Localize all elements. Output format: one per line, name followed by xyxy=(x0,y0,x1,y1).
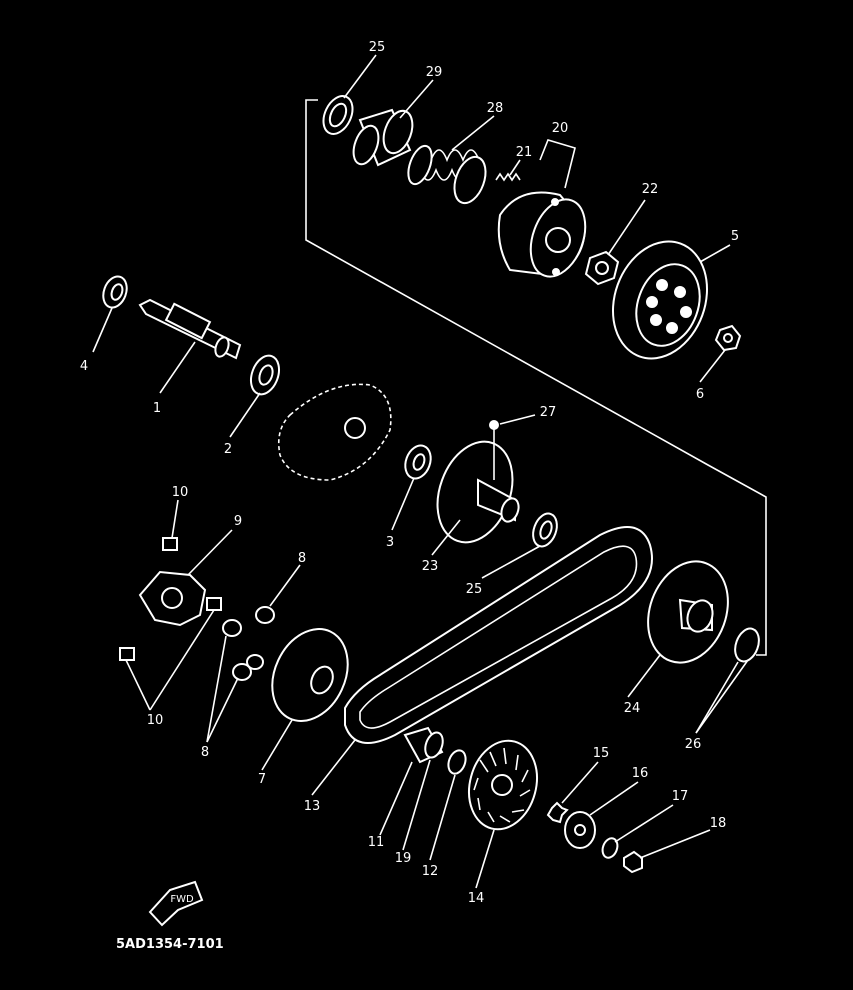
callout-19: 19 xyxy=(395,851,412,866)
part-22-nut xyxy=(584,250,620,286)
callout-6: 6 xyxy=(696,387,704,402)
part-20-clutch-carrier xyxy=(497,191,587,278)
callout-8-bottom: 8 xyxy=(201,745,209,760)
assembly-frame xyxy=(305,99,767,656)
callout-21: 21 xyxy=(516,145,533,160)
part-8-rollers xyxy=(222,606,275,681)
callout-28: 28 xyxy=(487,101,504,116)
callout-15: 15 xyxy=(593,746,610,761)
callout-10-bottom: 10 xyxy=(147,713,164,728)
part-27-pin xyxy=(489,420,499,430)
part-18-nut xyxy=(623,850,643,874)
part-1-shaft xyxy=(138,298,242,360)
part-25-seal xyxy=(322,95,354,135)
callout-10-top: 10 xyxy=(172,485,189,500)
callout-18: 18 xyxy=(710,816,727,831)
callouts: 25 29 28 20 21 22 5 6 4 1 2 27 3 23 25 1… xyxy=(80,40,739,906)
callout-9: 9 xyxy=(234,514,242,529)
diagram-code: 5AD1354-7101 xyxy=(116,937,224,952)
fwd-arrow-icon: FWD xyxy=(148,880,204,927)
callout-2: 2 xyxy=(224,442,232,457)
part-28-spring xyxy=(407,144,487,205)
callout-25-lower: 25 xyxy=(466,582,483,597)
callout-1: 1 xyxy=(153,401,161,416)
part-3-bearing xyxy=(404,444,432,480)
part-7-primary-sheave xyxy=(271,628,349,722)
part-11-collar xyxy=(403,726,444,764)
callout-4: 4 xyxy=(80,359,88,374)
part-2-bearing xyxy=(249,354,281,396)
callout-14: 14 xyxy=(468,891,485,906)
callout-13: 13 xyxy=(304,799,321,814)
part-24-sheave xyxy=(647,560,729,664)
callout-22: 22 xyxy=(642,182,659,197)
callout-29: 29 xyxy=(426,65,443,80)
part-9-cam xyxy=(138,570,207,627)
callout-27: 27 xyxy=(540,405,557,420)
part-12-washer xyxy=(447,749,467,775)
part-17-washer xyxy=(601,837,619,859)
callout-7: 7 xyxy=(258,772,266,787)
part-21-small-spring xyxy=(495,172,521,182)
leader-lines xyxy=(92,54,749,889)
callout-23: 23 xyxy=(422,559,439,574)
part-6-nut xyxy=(714,324,742,352)
part-23-secondary-sheave xyxy=(436,428,520,544)
part-10-sliders xyxy=(119,537,222,661)
part-26-collar xyxy=(734,627,760,663)
part-16-plate xyxy=(564,811,596,849)
callout-17: 17 xyxy=(672,789,689,804)
svg-text:FWD: FWD xyxy=(170,894,194,905)
callout-25-top: 25 xyxy=(369,40,386,55)
callout-12: 12 xyxy=(422,864,439,879)
callout-8-top: 8 xyxy=(298,551,306,566)
callout-20: 20 xyxy=(552,121,569,136)
part-15-star-washer xyxy=(546,801,569,824)
part-4-bearing xyxy=(102,275,128,309)
callout-11: 11 xyxy=(368,835,385,850)
part-14-fan xyxy=(468,739,538,831)
part-25-lower-seal xyxy=(532,512,558,548)
callout-16: 16 xyxy=(632,766,649,781)
part-5-clutch-housing xyxy=(611,240,709,360)
part-29-collar xyxy=(352,108,414,167)
callout-5: 5 xyxy=(731,229,739,244)
callout-26: 26 xyxy=(685,737,702,752)
gasket-cover xyxy=(277,383,392,481)
part-13-v-belt xyxy=(344,526,653,744)
callout-24: 24 xyxy=(624,701,641,716)
callout-3: 3 xyxy=(386,535,394,550)
